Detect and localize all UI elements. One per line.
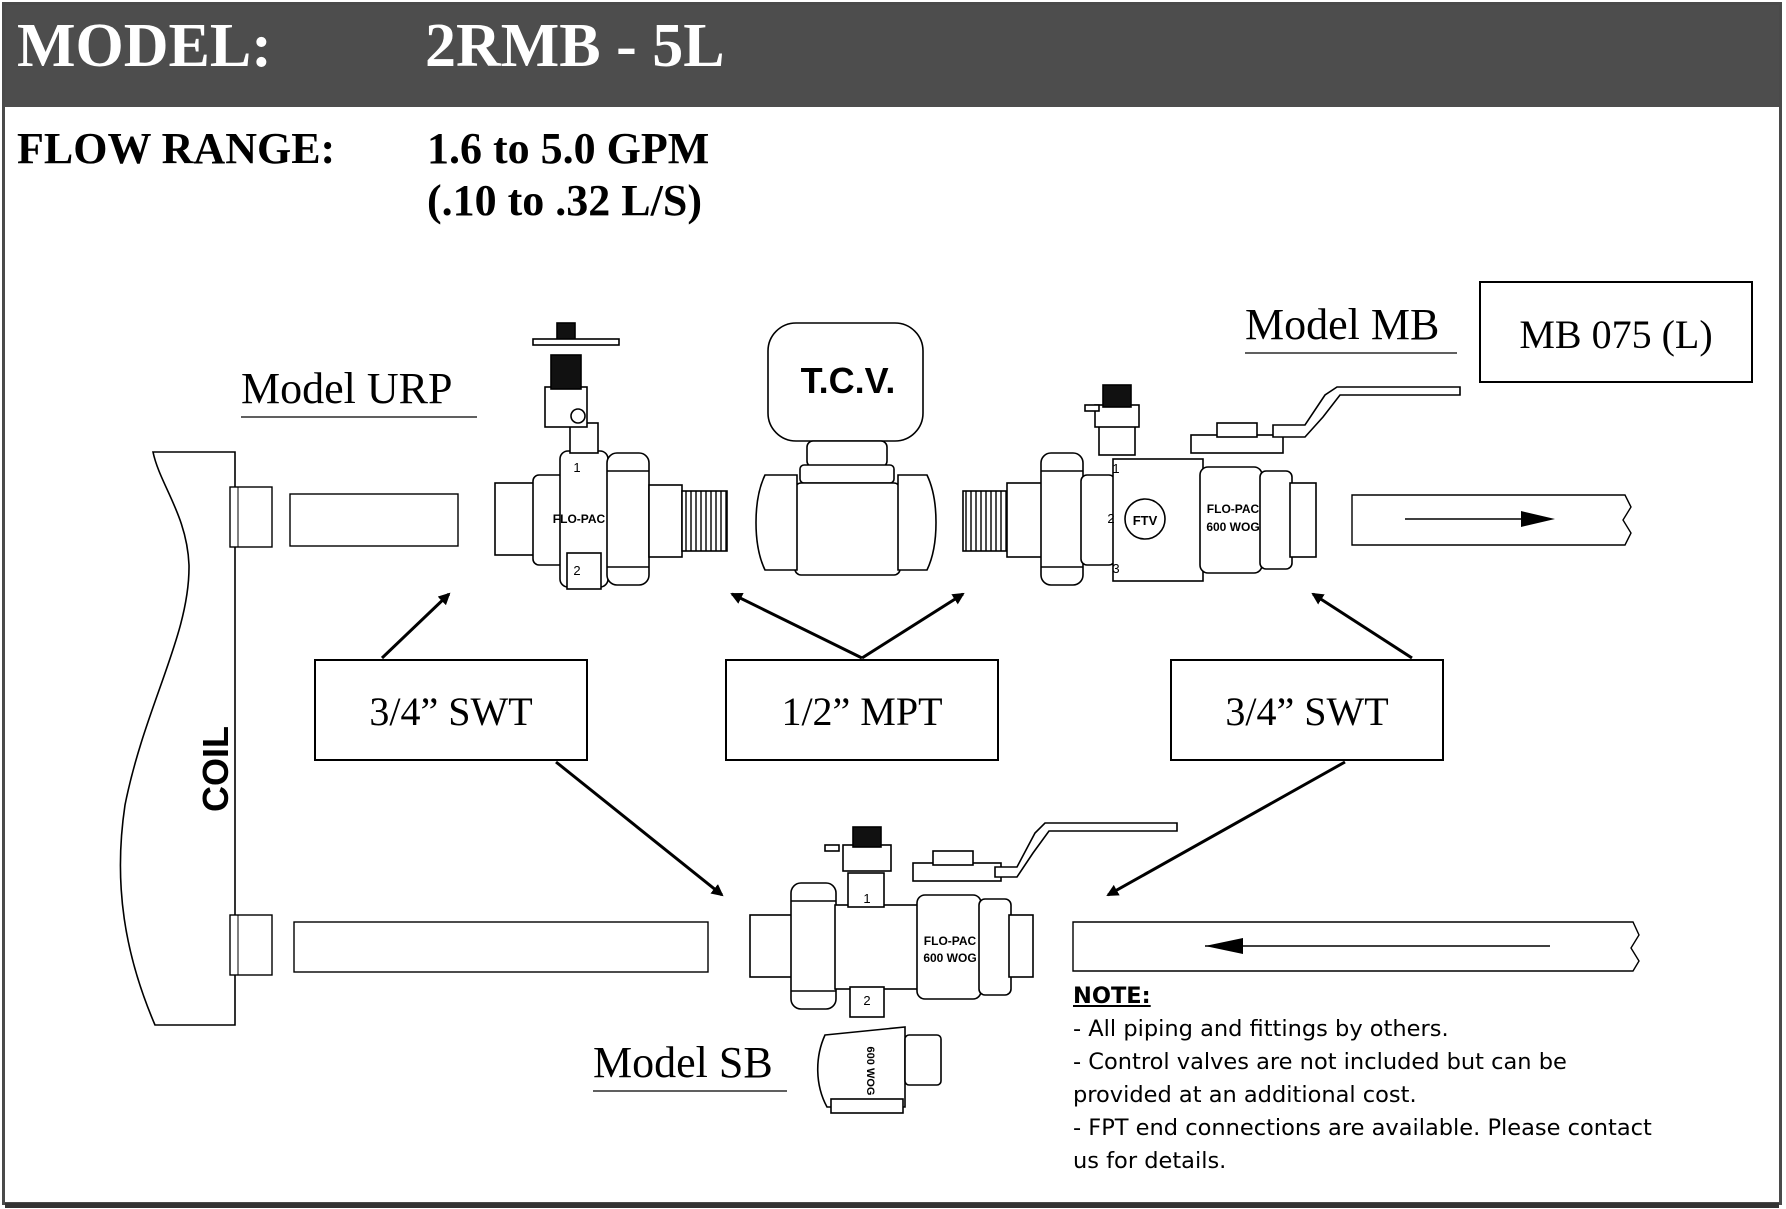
sb-lower-rating: 600 WOG (864, 1047, 876, 1096)
callout-center-label: 1/2” MPT (781, 689, 942, 734)
callout-center-box (725, 659, 999, 761)
model-label: MODEL: (17, 12, 272, 80)
tcv-label: T.C.V. (801, 360, 896, 401)
flow-range-label: FLOW RANGE: (17, 124, 336, 173)
callout-right-box (1170, 659, 1444, 761)
mb-valve: FTV FLO-PAC 600 WOG 1 2 3 (962, 384, 1461, 586)
note-title: NOTE: (1073, 983, 1151, 1009)
urp-port-1: 1 (573, 460, 580, 475)
model-urp-label: Model URP (241, 364, 452, 413)
pipe-bottom-right (1072, 921, 1640, 972)
coil-label: COIL (195, 726, 236, 812)
flow-arrow-left-icon (1205, 938, 1243, 954)
mb-valve-brand: FLO-PAC (1207, 502, 1260, 516)
tcv-valve: T.C.V. (755, 322, 937, 576)
sb-port-1: 1 (863, 891, 870, 906)
model-sb-label: Model SB (593, 1038, 773, 1087)
mb-valve-badge: FTV (1133, 513, 1158, 528)
notes-block: NOTE: - All piping and fittings by other… (1073, 980, 1673, 1178)
sb-valve-brand: FLO-PAC (924, 934, 977, 948)
callout-left-box (314, 659, 588, 761)
note-line-2: - Control valves are not included but ca… (1073, 1049, 1567, 1075)
flow-arrow-right-icon (1521, 511, 1555, 527)
flow-range-gpm: 1.6 to 5.0 GPM (427, 124, 710, 173)
model-header: MODEL: 2RMB - 5L (5, 5, 1779, 107)
urp-valve: FLO-PAC 1 2 (494, 322, 728, 590)
coil-stub-top (229, 486, 273, 548)
coil-stub-bottom (229, 914, 273, 976)
mb-port-3: 3 (1112, 561, 1119, 576)
model-value: 2RMB - 5L (425, 12, 725, 80)
sb-port-2: 2 (863, 993, 870, 1008)
flow-range-ls: (.10 to .32 L/S) (427, 176, 702, 225)
sb-valve-rating: 600 WOG (923, 951, 976, 965)
sb-valve: FLO-PAC 600 WOG 1 2 600 WOG (749, 822, 1178, 1114)
coil: COIL (119, 451, 273, 1026)
model-mb-label: Model MB (1245, 300, 1439, 349)
note-line-1: - All piping and fittings by others. (1073, 1016, 1449, 1042)
note-line-5: us for details. (1073, 1148, 1227, 1174)
note-line-4: - FPT end connections are available. Ple… (1073, 1115, 1652, 1141)
mb-port-1: 1 (1112, 461, 1119, 476)
leader-arrows (380, 592, 1413, 897)
pipe-top-left (289, 493, 459, 547)
callout-left-label: 3/4” SWT (369, 689, 532, 734)
pipe-bottom-left (293, 921, 709, 973)
mb-part-label: MB 075 (L) (1519, 312, 1712, 357)
piping-diagram: COIL (119, 281, 1753, 1114)
urp-valve-brand: FLO-PAC (553, 512, 606, 526)
note-line-3: provided at an additional cost. (1073, 1082, 1417, 1108)
callout-right-label: 3/4” SWT (1225, 689, 1388, 734)
mb-part-box (1479, 281, 1753, 383)
pipe-top-right (1351, 494, 1632, 546)
mb-valve-rating: 600 WOG (1206, 520, 1259, 534)
urp-port-2: 2 (573, 563, 580, 578)
bottom-border (5, 1203, 1779, 1208)
mb-port-2: 2 (1107, 511, 1114, 526)
